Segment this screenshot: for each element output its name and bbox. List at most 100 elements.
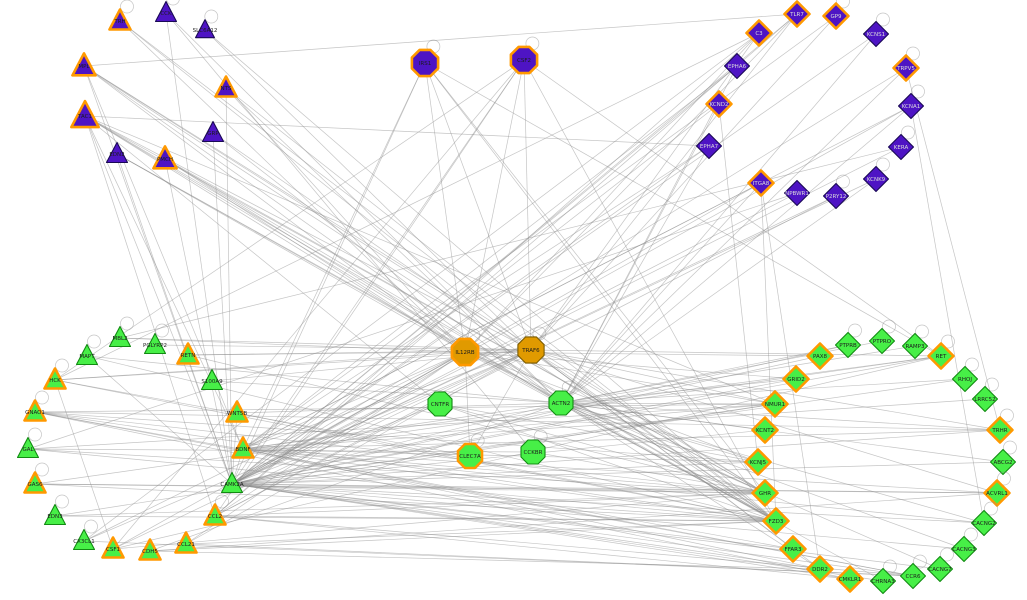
node-GRP[interactable]: GRP: [201, 120, 225, 143]
node-GNAO1[interactable]: GNAO1: [23, 390, 49, 422]
node-MBL2[interactable]: MBL2: [108, 316, 134, 348]
node-shape-dia: [901, 332, 929, 360]
self-loop-icon: [84, 519, 98, 534]
edge-TRAF6-GHR: [530, 349, 766, 494]
edge-GP9-BDNF: [242, 15, 837, 450]
node-CACNG7[interactable]: CACNG7: [926, 547, 954, 583]
node-CDH5[interactable]: CDH5: [138, 538, 162, 561]
node-PTPRO[interactable]: PTPRO: [868, 319, 896, 355]
node-shape-dia: [897, 92, 925, 120]
node-CCKBR[interactable]: CCKBR: [520, 429, 548, 465]
edge-CAMK2A-RET: [231, 355, 942, 485]
node-shape-oct: [456, 442, 484, 470]
node-TRPV5[interactable]: TRPV5: [892, 46, 920, 82]
node-C3[interactable]: C3: [745, 19, 773, 47]
node-MPL[interactable]: MPL: [71, 52, 97, 77]
node-EDN3[interactable]: EDN3: [43, 494, 69, 526]
node-PAX8[interactable]: PAX8: [806, 342, 834, 370]
edge-NPBWR1-GAL: [27, 192, 798, 450]
node-shape-dia: [862, 20, 890, 48]
edge-TRPV5-TRHR: [905, 67, 1001, 431]
node-RAMP3[interactable]: RAMP3: [901, 324, 929, 360]
node-CCR6[interactable]: CCR6: [899, 554, 927, 590]
node-shape-tri: [71, 52, 97, 77]
node-ACVRL1[interactable]: ACVRL1: [983, 471, 1011, 507]
edge-KCNA1-CAMK2A: [231, 105, 912, 485]
node-shape-dia: [926, 555, 954, 583]
edge-KERA-CAMK2A: [231, 146, 902, 485]
edge-MPL-FZD3: [83, 65, 777, 522]
self-loop-icon: [883, 559, 897, 574]
node-GAL[interactable]: GAL: [16, 427, 42, 459]
node-LRRC52[interactable]: LRRC52: [971, 377, 999, 413]
edge-ITGA8-FZD3: [760, 182, 777, 522]
node-KCNK9[interactable]: KCNK9: [862, 157, 890, 193]
node-CCK[interactable]: CCK: [154, 0, 180, 23]
node-KCNJ5[interactable]: KCNJ5: [744, 448, 772, 476]
node-RHOJ[interactable]: RHOJ: [951, 357, 979, 393]
node-shape-dia: [927, 342, 955, 370]
node-shape-oct: [450, 337, 480, 367]
edge-BDNF-CACNG2: [242, 448, 985, 524]
node-shape-tri: [195, 19, 215, 39]
node-RET[interactable]: RET: [927, 334, 955, 370]
node-RETN[interactable]: RETN: [176, 342, 200, 365]
node-PTPRB[interactable]: PTPRB: [834, 323, 862, 359]
self-loop-icon: [911, 84, 925, 99]
self-loop-icon: [155, 323, 169, 338]
node-GP9[interactable]: GP9: [822, 0, 850, 30]
edge-TRAF6-NMUR1: [530, 349, 776, 405]
node-KCNS1[interactable]: KCNS1: [862, 12, 890, 48]
edge-CCK-ACTN2: [165, 12, 562, 404]
node-TAC1[interactable]: TAC1: [70, 99, 100, 129]
node-ITGA8[interactable]: ITGA8: [747, 169, 775, 197]
node-MAPT[interactable]: MAPT: [75, 334, 101, 366]
self-loop-icon: [1000, 408, 1014, 423]
edge-KCND2-ACTN2: [560, 103, 720, 404]
node-P2RY12[interactable]: P2RY12: [822, 174, 850, 210]
node-CACNG2[interactable]: CACNG2: [970, 501, 998, 537]
edge-WNT5B-ACTN2: [236, 402, 562, 414]
node-BDNF[interactable]: BDNF: [231, 436, 255, 459]
node-IRS1[interactable]: IRS1: [410, 39, 441, 78]
node-SLC6A12[interactable]: SLC6A12: [193, 9, 219, 39]
node-HCK[interactable]: HCK: [43, 358, 69, 390]
node-GAS6[interactable]: GAS6: [23, 462, 49, 494]
node-PMCH[interactable]: PMCH: [152, 145, 178, 170]
edge-WNT5B-FZD3: [236, 412, 777, 522]
edge-BDNF-KCNJ5: [242, 448, 759, 463]
node-TRAF6[interactable]: TRAF6: [517, 326, 547, 364]
edge-CCL2-IL12RB: [214, 351, 466, 517]
node-CX3CL1[interactable]: CX3CL1: [72, 519, 98, 551]
edge-TAC1-CAMK2A: [84, 115, 233, 485]
self-loop-icon: [985, 377, 999, 392]
node-CSF2[interactable]: CSF2: [509, 36, 540, 75]
edge-ACTN2-CACNG7: [560, 402, 941, 570]
node-S100A9[interactable]: S100A9: [200, 368, 223, 391]
node-CMKLR1[interactable]: CMKLR1: [836, 565, 864, 593]
edge-CAMK2A-KCNJ5: [231, 461, 759, 485]
node-TRH[interactable]: TRH: [108, 0, 134, 31]
edge-CDH5-FZD3: [149, 520, 777, 552]
node-EDN2[interactable]: EDN2: [105, 141, 129, 164]
node-shape-dia: [983, 479, 1011, 507]
edge-ACTN2-GRID2: [560, 378, 797, 404]
node-CHRNA3[interactable]: CHRNA3: [869, 559, 897, 595]
node-CACNG3[interactable]: CACNG3: [950, 527, 978, 563]
node-CNTFR[interactable]: CNTFR: [427, 391, 453, 417]
edge-TAC1-ACTN2: [84, 115, 562, 404]
node-shape-tri: [203, 503, 227, 526]
node-EPHA6[interactable]: EPHA6: [723, 52, 751, 80]
edge-CSF2-HCK: [54, 59, 525, 381]
node-KCNT2[interactable]: KCNT2: [751, 416, 779, 444]
node-EPHA7[interactable]: EPHA7: [695, 132, 723, 160]
node-NPBWR1[interactable]: NPBWR1: [783, 179, 811, 207]
node-FFAR3[interactable]: FFAR3: [779, 535, 807, 563]
edge-TAC1-EPHA7: [84, 115, 710, 147]
node-KERA[interactable]: KERA: [887, 125, 915, 161]
node-TRHR[interactable]: TRHR: [986, 408, 1014, 444]
node-ABCG2[interactable]: ABCG2: [989, 440, 1017, 476]
node-WNT5B[interactable]: WNT5B: [225, 400, 249, 423]
